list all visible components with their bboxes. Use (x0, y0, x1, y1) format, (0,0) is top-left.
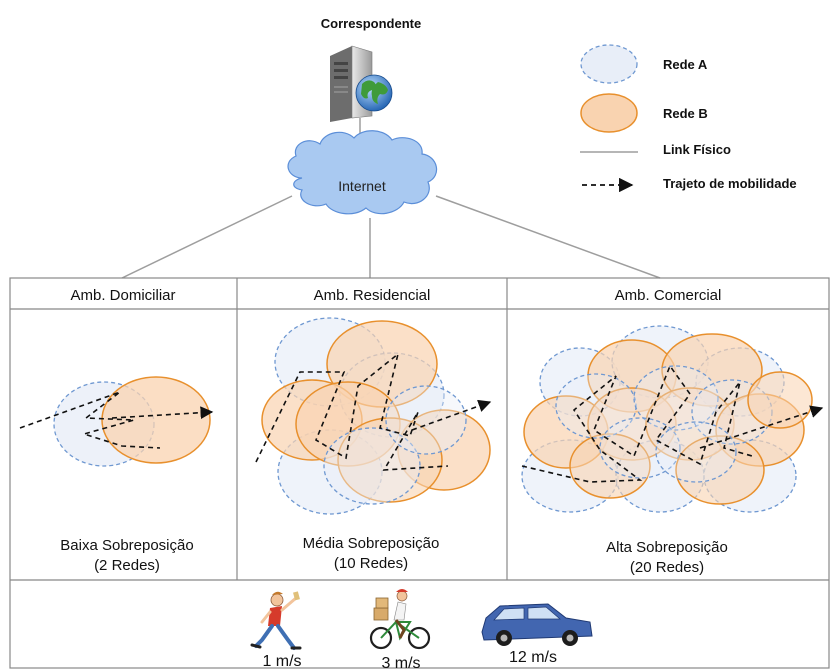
network-b-cell (101, 376, 211, 464)
env-header-residencial: Amb. Residencial (314, 287, 431, 304)
legend-mobility-label: Trajeto de mobilidade (663, 176, 797, 191)
network-count-residencial: (10 Redes) (334, 555, 408, 572)
domiciliar-networks (19, 376, 214, 467)
env-header-domiciliar: Amb. Domiciliar (70, 287, 175, 304)
walking-person-icon (250, 591, 302, 650)
cloud-icon (287, 130, 438, 215)
server-globe-icon (330, 45, 393, 122)
legend-network-a-swatch (580, 44, 638, 84)
network-count-domiciliar: (2 Redes) (94, 557, 160, 574)
correspondent-title: Correspondente (321, 16, 421, 31)
speed-label-car: 12 m/s (509, 649, 557, 666)
overlap-label-residencial: Média Sobreposição (303, 535, 440, 552)
env-header-comercial: Amb. Comercial (615, 287, 722, 304)
network-a-cell (655, 421, 737, 483)
bicycle-courier-icon (369, 589, 431, 650)
network-a-cell (633, 365, 719, 431)
legend-network-b-label: Rede B (663, 106, 708, 121)
legend-network-a-label: Rede A (663, 57, 708, 72)
network-a-cell (385, 385, 467, 455)
legend-physical-link-label: Link Físico (663, 142, 731, 157)
mobility-path (255, 351, 449, 471)
network-a-cell (599, 417, 681, 479)
link-internet-comercial (435, 195, 661, 279)
link-internet-domiciliar (121, 195, 293, 279)
residencial-networks (255, 317, 492, 515)
overlap-label-comercial: Alta Sobreposição (606, 539, 728, 556)
comercial-networks (521, 325, 824, 513)
car-icon (481, 603, 593, 646)
network-count-comercial: (20 Redes) (630, 559, 704, 576)
legend-network-b-swatch (580, 93, 638, 133)
internet-label: Internet (338, 178, 386, 194)
mobility-path-arrow (411, 399, 492, 431)
mobility-path-arrow (111, 406, 214, 420)
network-b-cell (569, 433, 651, 499)
speed-label-bicycle: 3 m/s (381, 655, 420, 672)
overlap-label-domiciliar: Baixa Sobreposição (60, 537, 193, 554)
environment-table (9, 277, 830, 669)
speed-label-walking: 1 m/s (262, 653, 301, 670)
mobility-path (19, 391, 161, 449)
legend: Rede A Rede B Link Físico Trajeto de mob… (580, 44, 797, 193)
mobility-path-arrow (699, 405, 824, 449)
network-b-cell (747, 371, 813, 429)
mobility-path (521, 364, 753, 483)
